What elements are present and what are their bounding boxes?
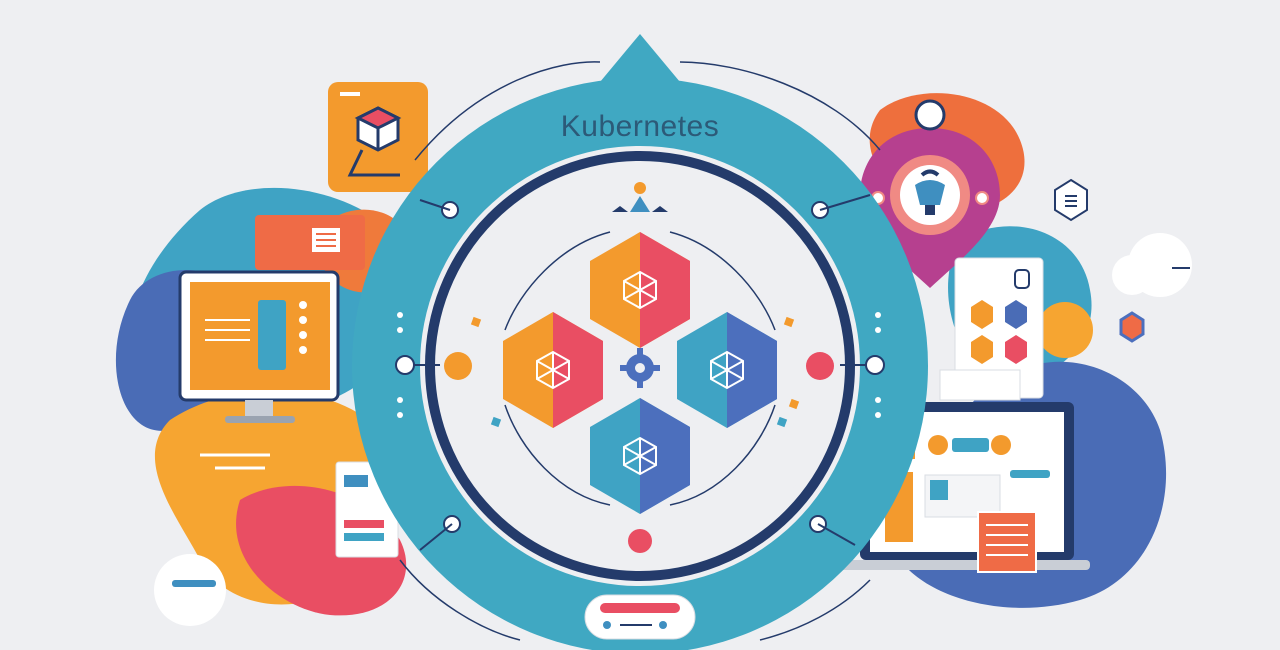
accent-marks [470,316,800,428]
connector-orange [444,352,472,380]
small-hexagon [1119,311,1145,343]
right-dashboard-card [939,257,1044,401]
connector-red-right [806,352,834,380]
kubernetes-title: Kubernetes [560,110,720,143]
worker-node-bottom [590,398,690,514]
cube-icon [354,106,402,152]
monitor-stand [245,400,273,418]
cube-network-icon [536,350,570,390]
connector-red-bottom [628,529,652,553]
cluster-top-figure [612,182,668,212]
left-document-tab [255,215,365,270]
cube-card [328,82,428,192]
worker-node-left [503,312,603,428]
cluster-gear-icon [620,348,660,388]
left-chat-bubble [154,554,226,626]
cluster-links [504,231,776,506]
hexagon-menu-icon [1054,178,1088,222]
cube-network-icon [623,436,657,476]
laptop-base [840,560,1090,570]
ring-top-pointer [600,34,680,82]
cube-network-icon [623,270,657,310]
worker-node-right [677,312,777,428]
orange-note-card [977,511,1037,573]
left-monitor [178,270,340,423]
ring-connectors [395,194,885,553]
connector-left [395,355,415,375]
worker-node-top [590,232,690,348]
cube-network-icon [710,350,744,390]
right-blob-orange-dot [1037,302,1093,358]
bottom-pill-widget [584,594,696,640]
connector-right [865,355,885,375]
orbit-lines [399,61,881,641]
